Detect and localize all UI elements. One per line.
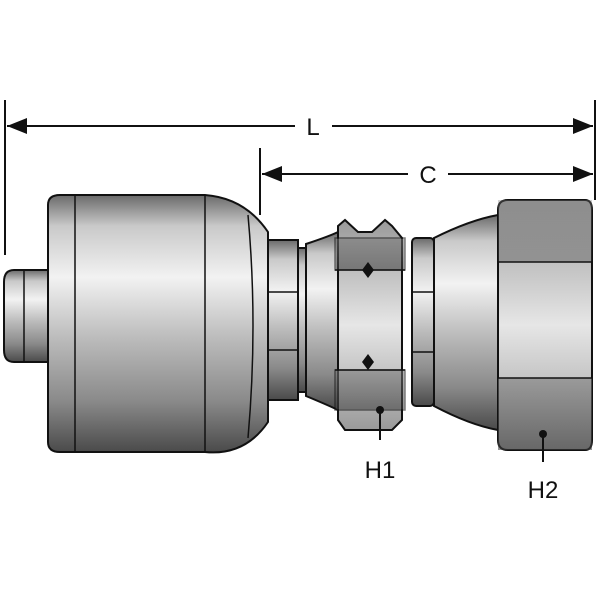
spacer-ring xyxy=(411,237,435,407)
label-h1: H1 xyxy=(365,457,396,484)
hex-nut-h2 xyxy=(497,199,593,451)
shoulder xyxy=(305,230,339,412)
insert-stem xyxy=(3,269,49,363)
dimension-c-label: C xyxy=(419,162,436,189)
ferrule-shell xyxy=(47,194,269,454)
dimension-c: C xyxy=(262,162,593,189)
dimension-l-label: L xyxy=(306,114,319,141)
hex-nut-h1 xyxy=(334,218,406,431)
dimension-l: L xyxy=(7,114,593,141)
label-h2: H2 xyxy=(528,477,559,504)
collar xyxy=(267,239,307,401)
taper-body xyxy=(433,213,499,432)
